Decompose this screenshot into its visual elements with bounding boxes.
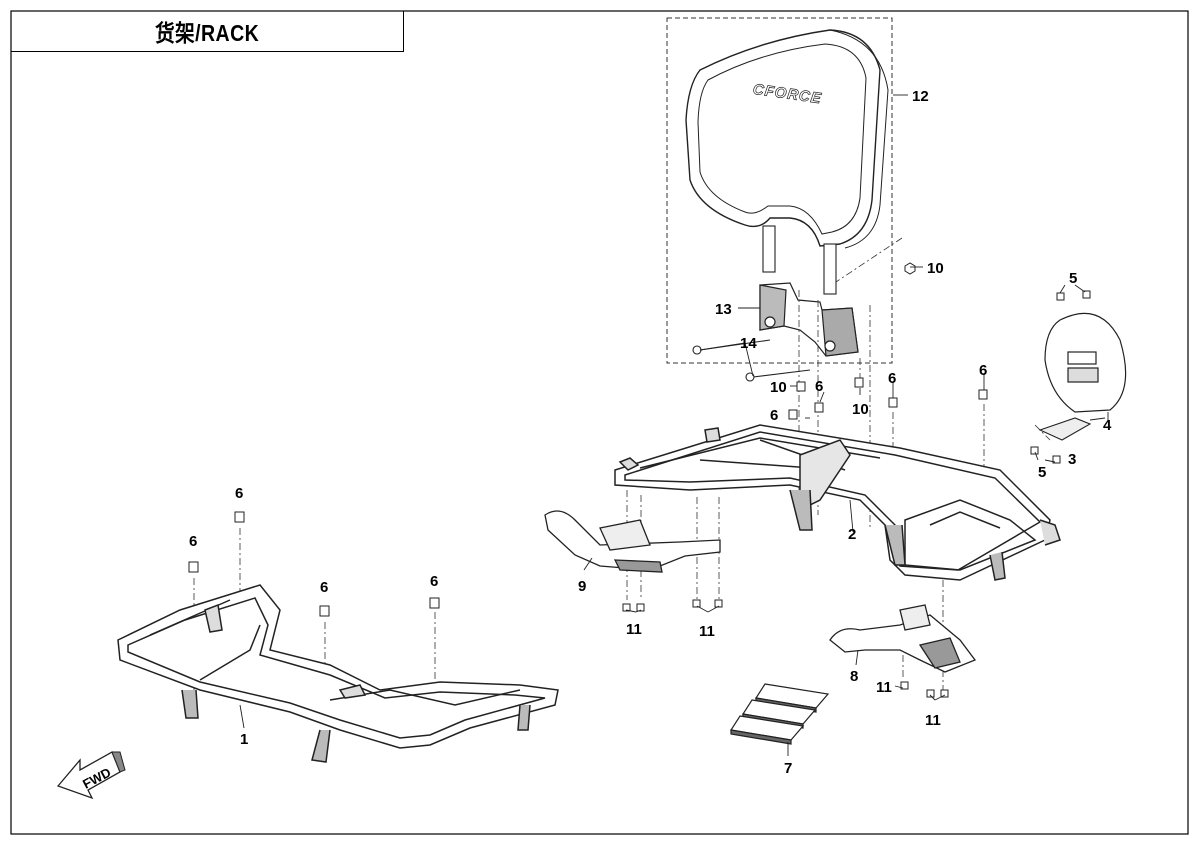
page-title: 货架/RACK <box>155 20 259 46</box>
callout-9: 9 <box>578 578 586 595</box>
callout-6h: 6 <box>430 573 438 590</box>
callout-11a: 11 <box>626 621 642 638</box>
callout-6e: 6 <box>235 485 243 502</box>
callout-6g: 6 <box>320 579 328 596</box>
callout-6d: 6 <box>770 407 778 424</box>
backrest-post-left <box>762 225 776 273</box>
small-bracket <box>1038 417 1092 441</box>
right-grab-handle <box>829 604 977 673</box>
callout-11c: 11 <box>876 679 892 696</box>
main-rack-frame <box>614 424 1061 581</box>
title-box: 货架/RACK <box>11 11 404 52</box>
callout-5b: 5 <box>1038 464 1046 481</box>
callout-6a: 6 <box>815 378 823 395</box>
hardware-fasteners <box>188 262 1091 698</box>
callout-14: 14 <box>740 335 757 352</box>
callout-10b: 10 <box>770 379 787 396</box>
backrest-cushion <box>685 29 889 249</box>
lower-rack-frame <box>117 584 559 763</box>
leader-lines <box>239 94 1109 756</box>
left-grab-handle <box>544 510 721 573</box>
callout-5a: 5 <box>1069 270 1077 287</box>
callout-8: 8 <box>850 668 858 685</box>
callout-11d: 11 <box>925 712 941 729</box>
callout-4: 4 <box>1103 417 1112 434</box>
rubber-pads <box>730 683 830 745</box>
callout-10c: 10 <box>852 401 869 418</box>
backrest-group-box <box>666 17 893 364</box>
callout-7: 7 <box>784 760 792 777</box>
forward-arrow: FWD <box>56 751 126 800</box>
callout-6c: 6 <box>979 362 987 379</box>
callout-13: 13 <box>715 301 732 318</box>
callout-10a: 10 <box>927 260 944 277</box>
callout-3: 3 <box>1068 451 1076 468</box>
backrest-post-right <box>823 243 837 295</box>
callout-11b: 11 <box>699 623 715 640</box>
callout-2: 2 <box>848 526 856 543</box>
callout-6b: 6 <box>888 370 896 387</box>
drawing-border <box>10 10 1189 835</box>
callout-12: 12 <box>912 88 929 105</box>
callout-6f: 6 <box>189 533 197 550</box>
backrest-bracket <box>759 282 859 357</box>
callout-1: 1 <box>240 731 248 748</box>
mounting-plate <box>1044 312 1127 413</box>
callout-labels: 12 10 13 14 5 4 3 5 10 6 10 6 6 6 2 9 11… <box>189 88 1112 777</box>
